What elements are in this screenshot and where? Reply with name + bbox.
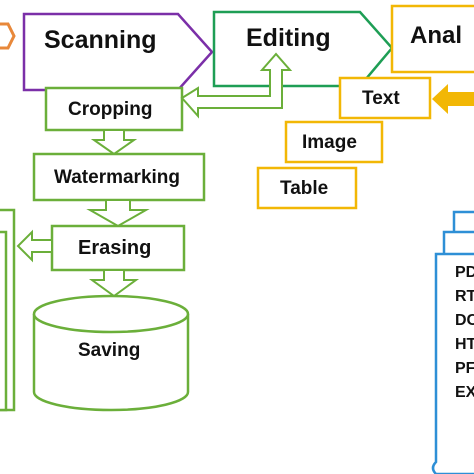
cropping-box-outline [44, 86, 184, 132]
erasing-box [50, 224, 186, 272]
scanning-chevron [22, 12, 214, 92]
gold-arrow [432, 84, 474, 114]
saving-cylinder-top [32, 294, 190, 334]
analysis-label: Anal [410, 22, 463, 49]
cropping-label: Cropping [68, 99, 153, 120]
orange-chevron-fragment [0, 22, 16, 50]
format-list: PD RT DC HT PF EX [455, 264, 474, 408]
format-item: PD [455, 264, 474, 281]
cropping-to-editing-arrow [180, 52, 293, 119]
text-option-label: Text [362, 88, 400, 109]
image-option-label: Image [302, 132, 357, 153]
image-box [284, 120, 384, 164]
table-option-label: Table [280, 178, 329, 199]
table-box [256, 166, 358, 210]
erasing-label: Erasing [78, 237, 152, 259]
format-item: HT [455, 336, 474, 353]
arrow-watermarking-erasing [86, 199, 150, 228]
analysis-box [390, 4, 474, 74]
format-item: EX [455, 384, 474, 401]
format-doc-front [431, 252, 474, 474]
format-item: RT [455, 288, 474, 305]
format-item: DC [455, 312, 474, 329]
format-item: PF [455, 360, 474, 377]
arrow-erasing-left [16, 229, 53, 263]
left-stack-front [0, 230, 8, 412]
saving-cylinder-body [32, 314, 190, 412]
watermarking-label: Watermarking [54, 167, 180, 188]
editing-chevron [212, 10, 394, 88]
text-box [338, 76, 432, 120]
saving-label: Saving [78, 340, 141, 361]
editing-label: Editing [246, 24, 331, 52]
arrow-cropping-watermarking [90, 129, 138, 156]
arrow-erasing-saving [88, 269, 140, 298]
scanning-label: Scanning [44, 26, 157, 54]
